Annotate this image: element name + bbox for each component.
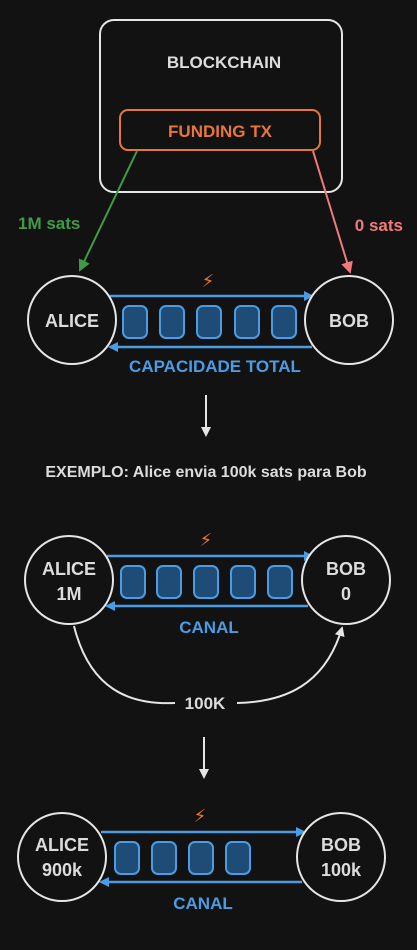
channel-open-section: ⚡ ALICE BOB CAPACIDADE TOTAL bbox=[27, 271, 394, 376]
channel-slot bbox=[151, 841, 177, 875]
payment-curve bbox=[73, 626, 342, 705]
channel-slot bbox=[267, 565, 293, 599]
channel-slot bbox=[196, 305, 222, 339]
bob-node-name: BOB bbox=[326, 559, 366, 579]
lightning-icon: ⚡ bbox=[200, 530, 213, 550]
alice-node bbox=[24, 535, 114, 625]
bob-node-label: BOB bbox=[329, 311, 369, 331]
alice-funding-amount: 1M sats bbox=[18, 214, 80, 233]
channel-slot bbox=[188, 841, 214, 875]
alice-node-name: ALICE bbox=[42, 559, 96, 579]
bob-node bbox=[301, 535, 391, 625]
channel-slot bbox=[122, 305, 148, 339]
capacity-caption: CAPACIDADE TOTAL bbox=[129, 357, 301, 376]
lightning-icon: ⚡ bbox=[202, 271, 215, 291]
channel-slot bbox=[234, 305, 260, 339]
example-caption: EXEMPLO: Alice envia 100k sats para Bob bbox=[45, 464, 367, 481]
channel-caption: CANAL bbox=[179, 618, 239, 637]
alice-node-label: ALICE bbox=[45, 311, 99, 331]
channel-slot bbox=[159, 305, 185, 339]
alice-node-balance: 900k bbox=[42, 860, 83, 880]
channel-slot bbox=[156, 565, 182, 599]
channel-before-section: ⚡ ALICE 1M BOB 0 CANAL 100K bbox=[24, 530, 391, 713]
bob-node bbox=[296, 812, 386, 902]
bob-node-balance: 0 bbox=[341, 584, 351, 604]
blockchain-title: BLOCKCHAIN bbox=[167, 53, 281, 72]
channel-slot bbox=[193, 565, 219, 599]
funding-tx-box bbox=[119, 109, 321, 151]
lightning-icon: ⚡ bbox=[194, 806, 207, 826]
channel-slot bbox=[230, 565, 256, 599]
payment-amount: 100K bbox=[185, 694, 226, 713]
alice-funding-arrow bbox=[78, 150, 138, 272]
alice-node-balance: 1M bbox=[56, 584, 81, 604]
channel-slot bbox=[114, 841, 140, 875]
channel-slot bbox=[225, 841, 251, 875]
channel-caption: CANAL bbox=[173, 894, 233, 913]
alice-node-name: ALICE bbox=[35, 835, 89, 855]
funding-tx-label: FUNDING TX bbox=[168, 122, 273, 141]
bob-funding-amount: 0 sats bbox=[355, 216, 403, 235]
blockchain-box bbox=[99, 19, 343, 193]
channel-slot bbox=[271, 305, 297, 339]
blockchain-section: BLOCKCHAIN FUNDING TX 1M sats 0 sats bbox=[18, 19, 403, 274]
channel-slot bbox=[120, 565, 146, 599]
channel-after-section: ⚡ ALICE 900k BOB 100k CANAL bbox=[17, 806, 386, 913]
bob-node-balance: 100k bbox=[321, 860, 362, 880]
alice-node bbox=[27, 275, 117, 365]
bob-node-name: BOB bbox=[321, 835, 361, 855]
bob-node bbox=[304, 275, 394, 365]
bob-funding-arrow bbox=[312, 150, 353, 274]
alice-node bbox=[17, 812, 107, 902]
